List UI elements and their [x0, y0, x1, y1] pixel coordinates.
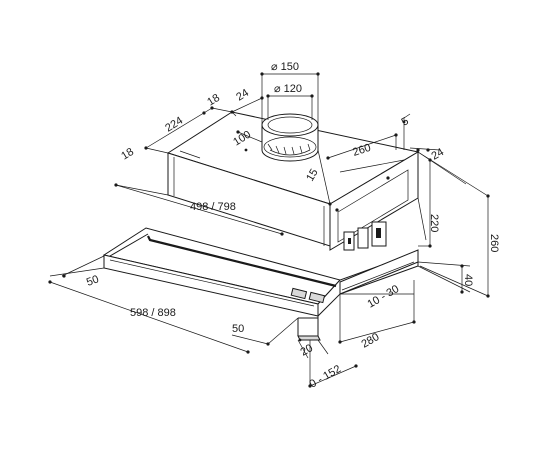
dim-bottom-20: 20 — [299, 342, 316, 359]
dim-top-right-260: 260 — [351, 142, 372, 159]
dim-top-depth: 224 — [163, 115, 185, 135]
dim-extension-0-152: 0 - 152 — [308, 363, 344, 391]
outlet-collar — [261, 113, 319, 162]
dim-right-5: 5 — [400, 115, 411, 128]
dim-adjust-10-30: 10 - 30 — [366, 283, 402, 311]
dim-total-height-260: 260 — [488, 234, 500, 252]
dimension-lines — [48, 72, 490, 388]
dim-left-margin-18: 18 — [119, 146, 136, 163]
dim-body-height-220: 220 — [428, 214, 440, 232]
dim-outlet-15: 15 — [304, 167, 321, 184]
dim-front-height-40: 40 — [462, 274, 474, 286]
dim-depth-280: 280 — [360, 331, 382, 351]
dim-front-width: 598 / 898 — [130, 307, 176, 319]
dim-right-24: 24 — [430, 146, 447, 163]
dim-front-left-50: 50 — [85, 273, 101, 288]
dim-top-offset-18: 18 — [205, 92, 222, 109]
dim-body-width: 498 / 798 — [190, 201, 236, 213]
hood-front-drawer — [102, 227, 419, 341]
dim-outlet-offset-24: 24 — [234, 87, 251, 104]
dim-outlet-outer-diameter: ⌀ 150 — [271, 61, 299, 73]
dim-outlet-inner-diameter: ⌀ 120 — [274, 83, 302, 95]
dim-front-right-50: 50 — [232, 323, 244, 335]
